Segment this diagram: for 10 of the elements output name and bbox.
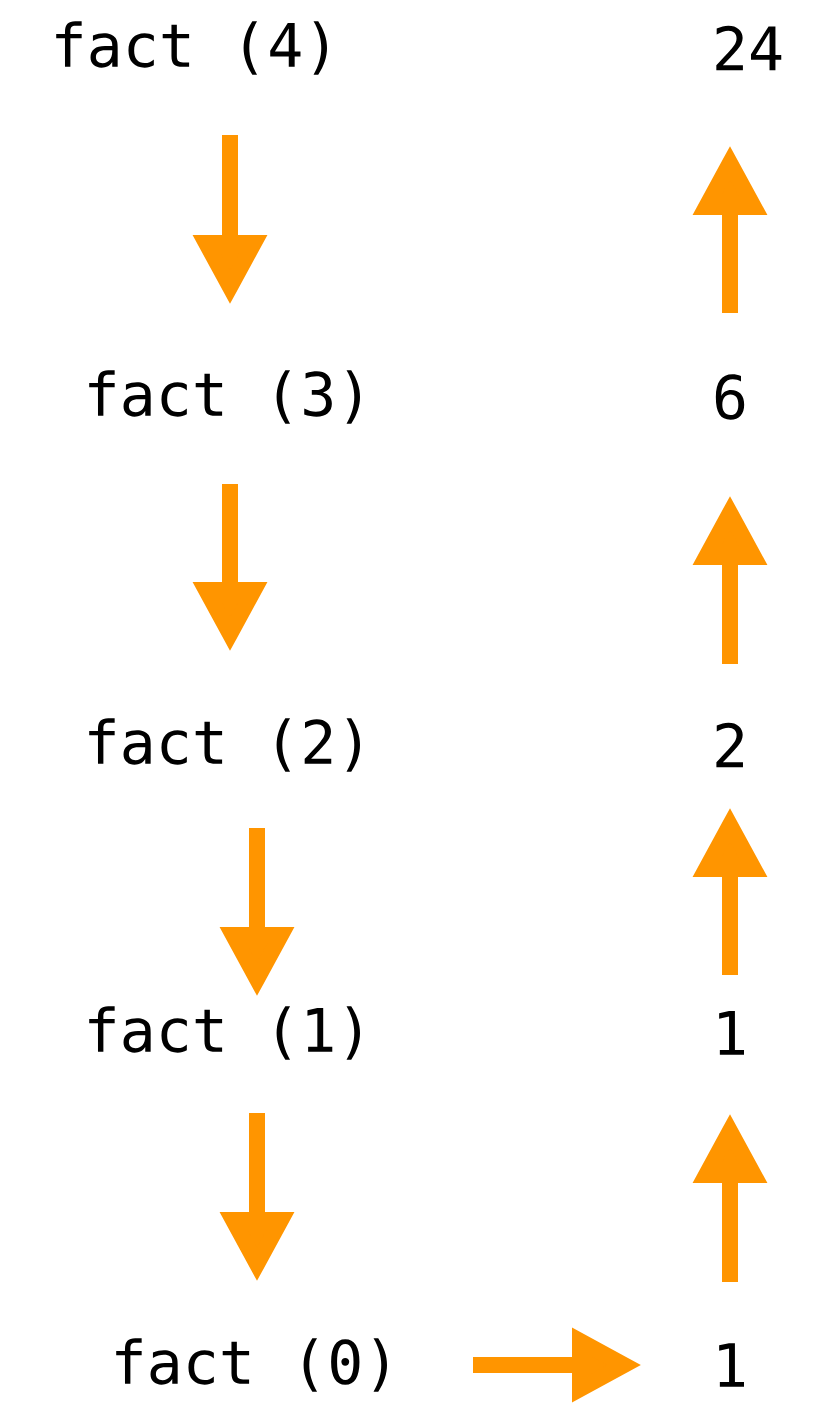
function-call: fact (2) [89, 718, 360, 772]
return-value: 2 [716, 722, 743, 768]
function-call: fact (1) [89, 1006, 360, 1060]
function-call: fact (4) [56, 21, 327, 75]
return-value: 6 [715, 374, 745, 420]
return-value: 24 [716, 25, 782, 71]
function-call: fact (3) [89, 370, 360, 424]
return-value: 1 [719, 1011, 744, 1055]
return-value: 1 [719, 1343, 744, 1387]
function-call: fact (0) [116, 1338, 387, 1392]
